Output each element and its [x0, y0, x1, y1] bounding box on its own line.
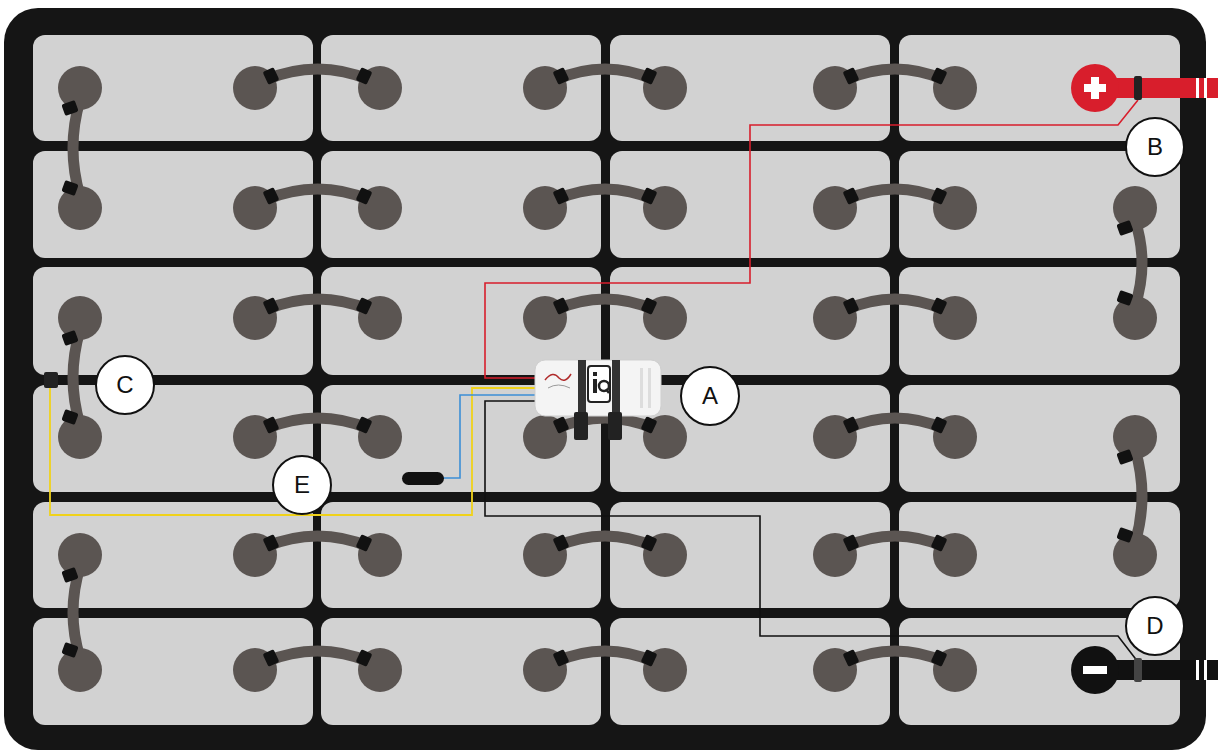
- callout-letter: C: [95, 355, 155, 415]
- callout-letter: B: [1125, 117, 1185, 177]
- callout-letter: E: [272, 455, 332, 515]
- callout-letter: A: [680, 366, 740, 426]
- callout-letter: D: [1125, 596, 1185, 656]
